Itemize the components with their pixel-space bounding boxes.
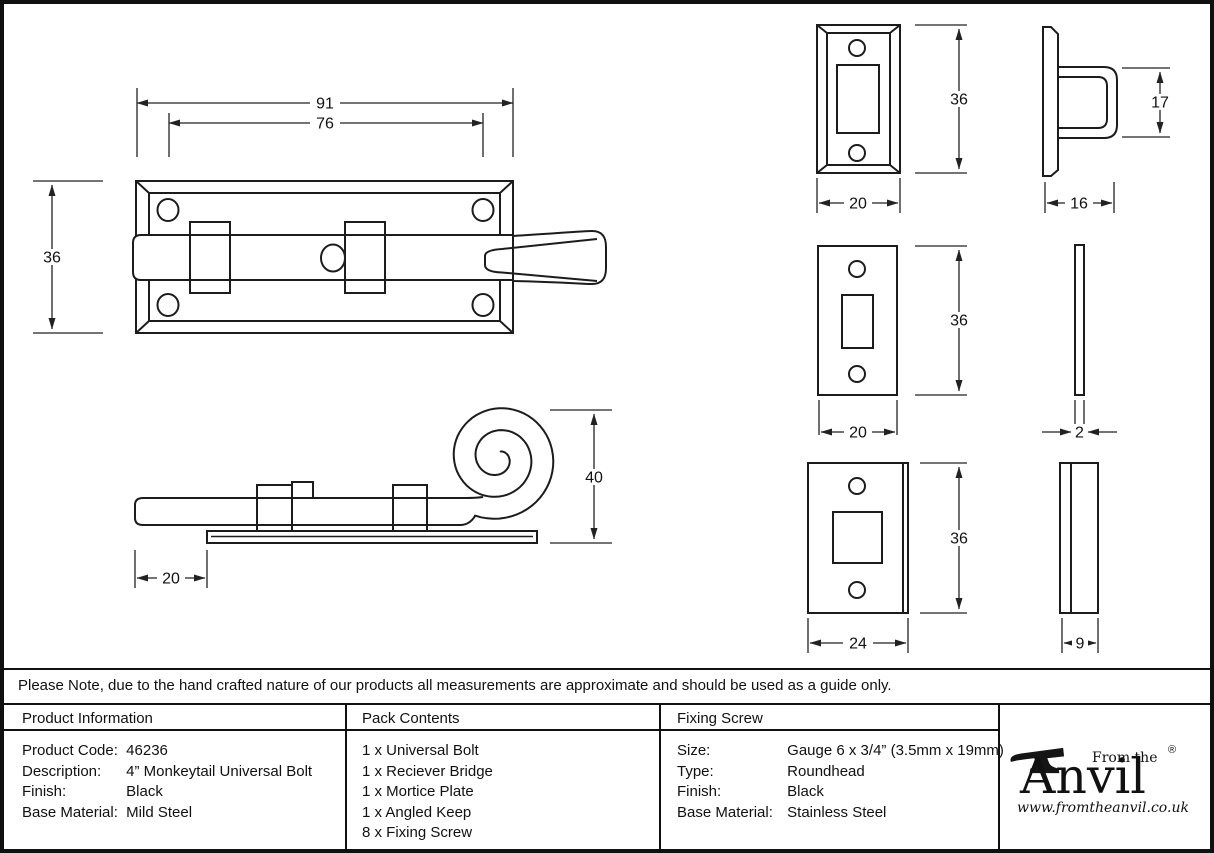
dim-plan-overall-width: 91 bbox=[136, 88, 514, 157]
table-row: Size: Gauge 6 x 3/4” (3.5mm x 19mm) bbox=[677, 741, 1004, 762]
dim-keep-width: 24 bbox=[807, 618, 909, 653]
dimension-label: 36 bbox=[43, 250, 61, 267]
dimension-label: 20 bbox=[162, 571, 180, 588]
row-value: Black bbox=[126, 783, 163, 801]
list-item: 1 x Mortice Plate bbox=[362, 783, 474, 801]
row-label: Base Material: bbox=[677, 803, 773, 821]
angled-keep-side-drawing bbox=[1059, 462, 1099, 614]
table-row: Base Material: Mild Steel bbox=[22, 803, 312, 824]
monkeytail-spiral bbox=[452, 407, 555, 520]
fixing-screw-header: Fixing Screw bbox=[677, 710, 763, 727]
list-item: 8 x Fixing Screw bbox=[362, 824, 473, 842]
row-label: Base Material: bbox=[22, 803, 118, 821]
anvil-icon bbox=[1010, 747, 1065, 774]
row-label: Type: bbox=[677, 762, 714, 780]
dimension-label: 36 bbox=[950, 531, 968, 548]
dim-plan-height: 36 bbox=[33, 180, 103, 334]
dim-plan-fixing-centres: 76 bbox=[168, 113, 484, 157]
dimension-label: 17 bbox=[1151, 95, 1169, 112]
dim-tail-curl-height: 40 bbox=[550, 409, 612, 544]
mortice-plate-side-drawing bbox=[1074, 244, 1085, 396]
dimension-label: 91 bbox=[316, 96, 334, 113]
list-item: 1 x Universal Bolt bbox=[362, 742, 479, 759]
receiver-bridge-side-drawing bbox=[1042, 26, 1118, 177]
row-value: 46236 bbox=[126, 742, 168, 759]
product-information-header: Product Information bbox=[22, 710, 153, 727]
header-bottom-rule bbox=[0, 729, 1000, 731]
dim-mortice-thickness: 2 bbox=[1042, 400, 1117, 442]
column-divider bbox=[345, 703, 347, 853]
column-divider bbox=[998, 703, 1000, 853]
dim-bridge-width: 20 bbox=[816, 178, 901, 213]
row-label: Finish: bbox=[677, 783, 722, 801]
mortice-plate-front-drawing bbox=[817, 245, 898, 396]
pack-contents-header: Pack Contents bbox=[362, 710, 460, 727]
dimension-label: 20 bbox=[849, 196, 867, 213]
dim-mortice-width: 20 bbox=[818, 400, 898, 442]
table-row: Description: 4” Monkeytail Universal Bol… bbox=[22, 762, 312, 783]
product-information-body: Product Code: 46236 Description: 4” Monk… bbox=[22, 741, 312, 823]
measurement-note: Please Note, due to the hand crafted nat… bbox=[18, 677, 892, 694]
universal-bolt-plan-drawing bbox=[132, 180, 607, 334]
note-bottom-rule bbox=[0, 703, 1214, 705]
list-item: 1 x Reciever Bridge bbox=[362, 762, 493, 780]
table-top-rule bbox=[0, 668, 1214, 670]
fixing-screw-body: Size: Gauge 6 x 3/4” (3.5mm x 19mm) Type… bbox=[677, 741, 1004, 823]
column-divider bbox=[659, 703, 661, 853]
dim-keep-depth: 9 bbox=[1061, 618, 1099, 653]
monkeytail-side-drawing bbox=[134, 407, 555, 544]
dimension-label: 2 bbox=[1075, 425, 1084, 442]
list-item: 1 x Angled Keep bbox=[362, 803, 472, 821]
dimension-label: 9 bbox=[1076, 636, 1085, 653]
dimension-label: 76 bbox=[316, 116, 334, 133]
logo-website: www.fromtheanvil.co.uk bbox=[1017, 800, 1189, 816]
dimension-label: 20 bbox=[849, 425, 867, 442]
row-value: Roundhead bbox=[787, 762, 865, 780]
table-row: Finish: Black bbox=[22, 782, 312, 803]
row-label: Size: bbox=[677, 742, 711, 759]
dimension-label: 36 bbox=[950, 92, 968, 109]
row-value: Black bbox=[787, 783, 824, 801]
row-label: Product Code: bbox=[22, 742, 118, 759]
dim-bridge-height: 36 bbox=[915, 24, 973, 174]
table-row: Product Code: 46236 bbox=[22, 741, 312, 762]
logo-brand: Anvil bbox=[1020, 748, 1146, 805]
row-value: Mild Steel bbox=[126, 803, 193, 821]
dim-keep-height: 36 bbox=[920, 462, 973, 614]
row-value: Stainless Steel bbox=[787, 803, 887, 821]
info-table: Please Note, due to the hand crafted nat… bbox=[0, 668, 1214, 853]
table-row: Finish: Black bbox=[677, 782, 1004, 803]
angled-keep-front-drawing bbox=[807, 462, 909, 614]
logo-tagline: From the bbox=[1092, 750, 1158, 766]
receiver-bridge-front-drawing bbox=[816, 24, 901, 174]
dim-bridge-loop-height: 17 bbox=[1122, 67, 1174, 138]
dimension-label: 24 bbox=[849, 636, 867, 653]
row-label: Finish: bbox=[22, 783, 67, 801]
from-the-anvil-logo: From the Anvil ® www.fromtheanvil.co.uk bbox=[1010, 738, 1204, 822]
dimension-label: 16 bbox=[1070, 196, 1088, 213]
dimension-label: 40 bbox=[585, 470, 603, 487]
pack-contents-body: 1 x Universal Bolt 1 x Reciever Bridge 1… bbox=[362, 741, 493, 844]
dim-tail-protrusion: 20 bbox=[134, 550, 208, 588]
dimension-label: 36 bbox=[950, 313, 968, 330]
table-row: Base Material: Stainless Steel bbox=[677, 803, 1004, 824]
dim-mortice-height: 36 bbox=[915, 245, 973, 396]
table-row: Type: Roundhead bbox=[677, 762, 1004, 783]
row-value: Gauge 6 x 3/4” (3.5mm x 19mm) bbox=[787, 742, 1004, 759]
row-label: Description: bbox=[22, 762, 102, 780]
dim-bridge-depth: 16 bbox=[1044, 182, 1115, 213]
registered-trademark: ® bbox=[1168, 744, 1177, 756]
row-value: 4” Monkeytail Universal Bolt bbox=[126, 762, 313, 780]
